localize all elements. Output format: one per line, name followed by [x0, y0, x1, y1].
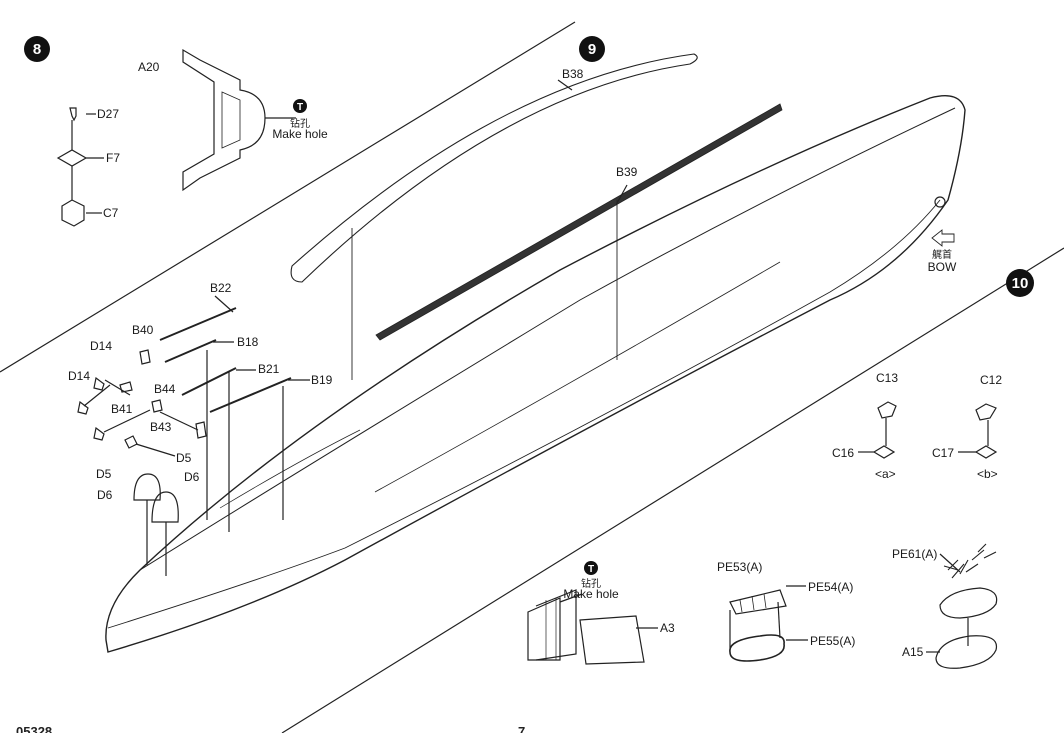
- part-a15-tray: [935, 635, 998, 669]
- part-pe53-rack: [729, 589, 787, 615]
- part-b21: [181, 367, 237, 396]
- svg-text:钻孔: 钻孔: [581, 577, 601, 590]
- footer-code: 05328: [16, 724, 52, 733]
- label-b44: B44: [154, 382, 176, 396]
- label-b18: B18: [237, 335, 259, 349]
- svg-text:Make hole: Make hole: [563, 587, 619, 601]
- part-c17: [974, 445, 998, 459]
- label-d5a: D5: [176, 451, 192, 465]
- part-pe55-ring: [729, 634, 785, 662]
- label-pe54: PE54(A): [808, 580, 853, 594]
- step-badge-9: 9: [579, 36, 605, 62]
- part-d6b-shield: [151, 491, 179, 523]
- part-b22: [159, 307, 237, 341]
- part-d27: [69, 107, 77, 122]
- svg-text:艉首: 艉首: [932, 248, 952, 261]
- label-f7: F7: [106, 151, 120, 165]
- part-f7: [56, 149, 88, 167]
- svg-text:10: 10: [1012, 275, 1029, 292]
- step-badge-10: 10: [1006, 269, 1034, 297]
- label-b39: B39: [616, 165, 638, 179]
- label-d14b: D14: [68, 369, 90, 383]
- drill-icon: [584, 561, 598, 575]
- part-b38-rail: [290, 53, 698, 283]
- bow-note: 艉首 BOW: [928, 248, 957, 274]
- label-d6a: D6: [184, 470, 200, 484]
- part-b19: [209, 377, 292, 413]
- label-pe61: PE61(A): [892, 547, 937, 561]
- bow-arrow-icon: [931, 229, 955, 247]
- deck-edge: [139, 107, 956, 571]
- svg-text:钻孔: 钻孔: [290, 117, 310, 130]
- label-b22: B22: [210, 281, 232, 295]
- label-a3: A3: [660, 621, 675, 635]
- small-fittings: [77, 349, 207, 457]
- step-badge-8: 8: [24, 36, 50, 62]
- drill-icon: [293, 99, 307, 113]
- part-a3-plates: [527, 589, 645, 665]
- label-a20: A20: [138, 60, 160, 74]
- svg-text:8: 8: [33, 41, 41, 58]
- drill-note-top: T 钻孔 Make hole: [272, 99, 328, 141]
- svg-text:9: 9: [588, 41, 596, 58]
- label-c13: C13: [876, 371, 898, 385]
- label-c16: C16: [832, 446, 854, 460]
- part-b18: [164, 339, 217, 363]
- part-labels: A20 D27 F7 C7 B38 B39 B22 B40 B18 D14 D1…: [68, 60, 1002, 659]
- svg-text:Make hole: Make hole: [272, 127, 328, 141]
- label-b40: B40: [132, 323, 154, 337]
- label-d14a: D14: [90, 339, 112, 353]
- drill-note-bottom: T 钻孔 Make hole: [563, 561, 619, 601]
- label-b41: B41: [111, 402, 133, 416]
- label-d27: D27: [97, 107, 119, 121]
- part-pe61: [939, 543, 998, 619]
- label-d5b: D5: [96, 467, 112, 481]
- label-sub-a: <a>: [875, 467, 896, 481]
- label-c12: C12: [980, 373, 1002, 387]
- label-c17: C17: [932, 446, 954, 460]
- part-c12: [975, 403, 997, 421]
- svg-text:BOW: BOW: [928, 260, 957, 274]
- divider-line-left: [0, 21, 576, 373]
- divider-line-right: [281, 247, 1064, 733]
- label-b21: B21: [258, 362, 280, 376]
- svg-text:T: T: [297, 102, 303, 113]
- footer-page: 7: [518, 724, 525, 733]
- label-d6b: D6: [97, 488, 113, 502]
- part-c16: [872, 445, 896, 459]
- hull-stripe: [107, 199, 941, 629]
- part-c13: [877, 401, 897, 419]
- svg-text:T: T: [588, 564, 594, 575]
- label-b38: B38: [562, 67, 584, 81]
- label-a15: A15: [902, 645, 924, 659]
- label-b43: B43: [150, 420, 172, 434]
- part-a20-frame: [182, 48, 266, 192]
- part-c7: [61, 199, 85, 227]
- part-d6a-shield: [133, 473, 161, 501]
- label-b19: B19: [311, 373, 333, 387]
- label-sub-b: <b>: [977, 467, 998, 481]
- hull-outline: [105, 95, 966, 653]
- label-c7: C7: [103, 206, 119, 220]
- label-pe55: PE55(A): [810, 634, 855, 648]
- label-pe53: PE53(A): [717, 560, 762, 574]
- part-b39-rail: [375, 103, 783, 341]
